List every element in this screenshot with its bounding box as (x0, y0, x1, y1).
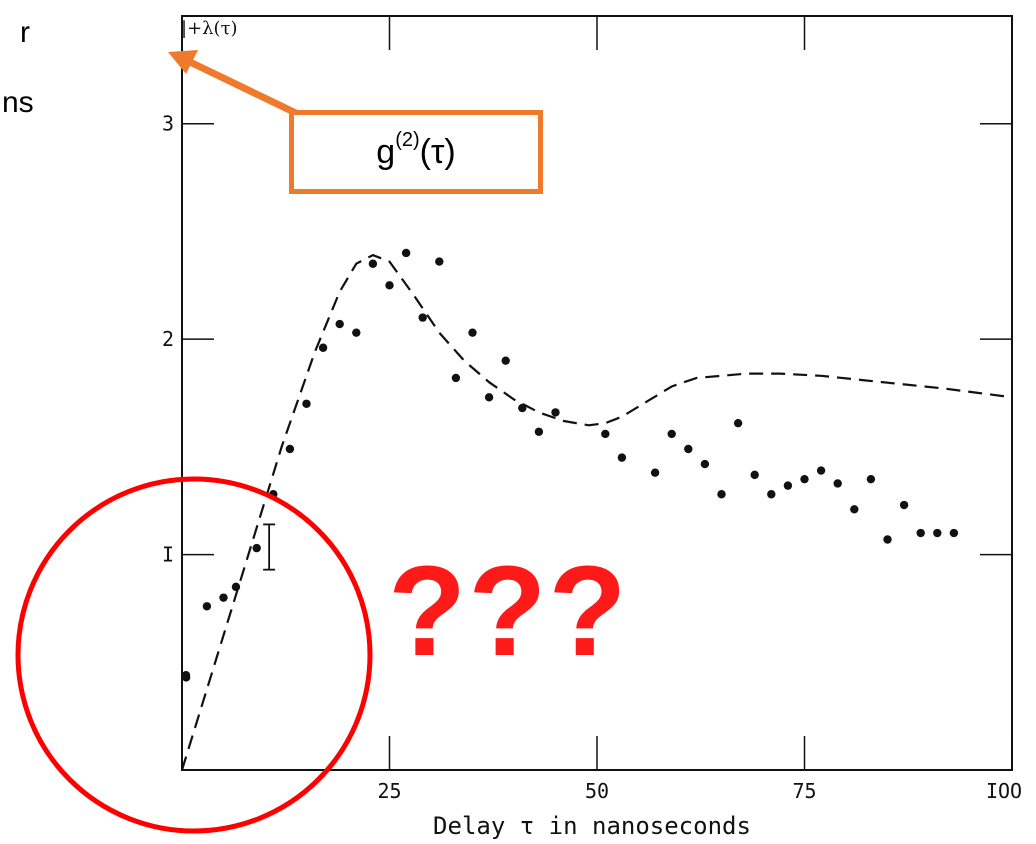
data-point (717, 490, 726, 499)
theory-curve (180, 253, 1013, 771)
data-point (667, 429, 676, 439)
x-axis-label: Delay τ in nanoseconds (433, 812, 751, 840)
data-point (401, 248, 411, 258)
y-axis-label: |+λ(τ) (181, 18, 238, 39)
axis-ticks: 25 50 75 IOO I 2 3 (162, 16, 1022, 803)
data-point (551, 408, 560, 417)
data-point (302, 399, 311, 408)
data-point (767, 490, 776, 499)
data-point (418, 313, 427, 322)
data-point (850, 505, 859, 514)
data-point (468, 328, 477, 337)
data-point (252, 543, 261, 553)
x-tick-label: 25 (377, 779, 401, 803)
data-point (899, 500, 909, 510)
data-point (181, 673, 191, 682)
dashed-theory-line (180, 253, 1013, 771)
x-tick-label: 50 (585, 779, 609, 803)
highlight-circle (15, 476, 373, 834)
data-point (883, 535, 892, 544)
data-point (435, 257, 444, 266)
data-point (684, 444, 693, 454)
data-point (816, 466, 826, 475)
data-point (866, 474, 876, 484)
g2-superscript: (2) (395, 128, 420, 151)
data-point (451, 373, 461, 383)
x-tick-label: IOO (986, 779, 1022, 803)
data-point (733, 418, 743, 428)
data-point (335, 319, 344, 329)
data-point (800, 474, 809, 484)
g2-base: g (376, 132, 396, 171)
data-point (385, 281, 394, 290)
cropped-text-fragment-2: ns (2, 86, 34, 119)
data-point (783, 481, 793, 490)
data-points (181, 248, 959, 682)
data-point (833, 479, 842, 488)
error-bar (263, 523, 276, 571)
cropped-text-fragment-1: r (20, 16, 30, 49)
data-point (318, 343, 328, 352)
data-point (285, 444, 295, 454)
data-point (352, 328, 361, 337)
data-point (231, 582, 241, 592)
data-point (916, 528, 925, 538)
y-tick-label: 3 (162, 112, 174, 136)
data-point (617, 453, 627, 462)
callout-arrow-shaft (186, 58, 304, 119)
y-tick-label: I (162, 543, 174, 567)
callout-arrow-head (168, 50, 198, 74)
y-tick-label: 2 (162, 327, 174, 351)
data-point (534, 427, 544, 436)
data-point (949, 528, 959, 538)
data-point (933, 528, 942, 538)
data-point (219, 593, 228, 602)
x-tick-label: 75 (792, 779, 816, 803)
data-point (650, 468, 660, 477)
g2-callout-box: g(2)(τ) (289, 110, 543, 194)
data-point (700, 459, 710, 469)
data-point (368, 259, 378, 268)
callout-arrow (168, 50, 304, 119)
data-point (202, 602, 212, 611)
data-point (601, 429, 610, 439)
data-point (750, 470, 759, 480)
data-point (501, 356, 510, 365)
data-point (484, 393, 494, 402)
question-marks: ??? (388, 540, 629, 683)
g2-argument: (τ) (419, 132, 456, 171)
data-point (518, 403, 527, 413)
